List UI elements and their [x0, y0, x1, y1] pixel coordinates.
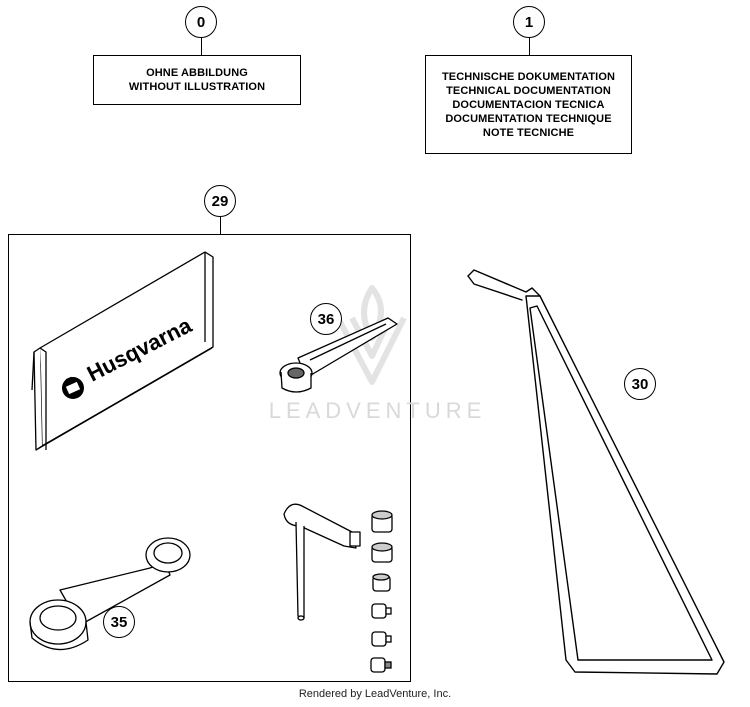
callout-1[interactable]: 1: [513, 6, 545, 38]
label-box-0: OHNE ABBILDUNG WITHOUT ILLUSTRATION: [93, 55, 301, 105]
watermark-text: LEADVENTURE: [268, 398, 487, 423]
leader-line-29: [220, 216, 221, 234]
callout-29[interactable]: 29: [204, 185, 236, 217]
label-box-1-line-5: NOTE TECNICHE: [482, 126, 575, 139]
label-box-0-line-2: WITHOUT ILLUSTRATION: [128, 81, 266, 93]
render-credit-footer: Rendered by LeadVenture, Inc.: [298, 688, 452, 700]
label-box-0-line-1: OHNE ABBILDUNG: [146, 67, 248, 79]
leader-line-1: [529, 37, 530, 55]
label-box-1-line-3: DOCUMENTACION TECNICA: [452, 98, 605, 111]
leader-line-0: [201, 37, 202, 55]
callout-30[interactable]: 30: [624, 368, 656, 400]
callout-0[interactable]: 0: [185, 6, 217, 38]
callout-35[interactable]: 35: [103, 606, 135, 638]
tool-kit-frame: [8, 234, 411, 682]
husqvarna-crown-icon: [62, 376, 84, 399]
label-box-1: TECHNISCHE DOKUMENTATION TECHNICAL DOCUM…: [425, 55, 632, 154]
label-box-1-line-1: TECHNISCHE DOKUMENTATION: [441, 70, 616, 83]
label-box-1-line-4: DOCUMENTATION TECHNIQUE: [445, 112, 612, 125]
label-box-1-line-2: TECHNICAL DOCUMENTATION: [446, 84, 611, 97]
callout-36[interactable]: 36: [310, 303, 342, 335]
